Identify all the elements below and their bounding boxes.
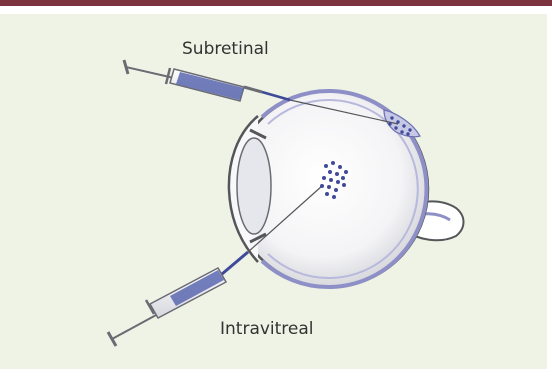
eye-injection-diagram: Subretinal Intravitreal bbox=[0, 14, 547, 369]
subretinal-label: Subretinal bbox=[182, 39, 269, 59]
top-rule bbox=[0, 0, 552, 6]
syringe-icon bbox=[124, 60, 398, 124]
eye-cross-section-icon bbox=[229, 91, 464, 287]
diagram-panel: Subretinal Intravitreal bbox=[0, 14, 547, 369]
intravitreal-label: Intravitreal bbox=[220, 319, 314, 339]
